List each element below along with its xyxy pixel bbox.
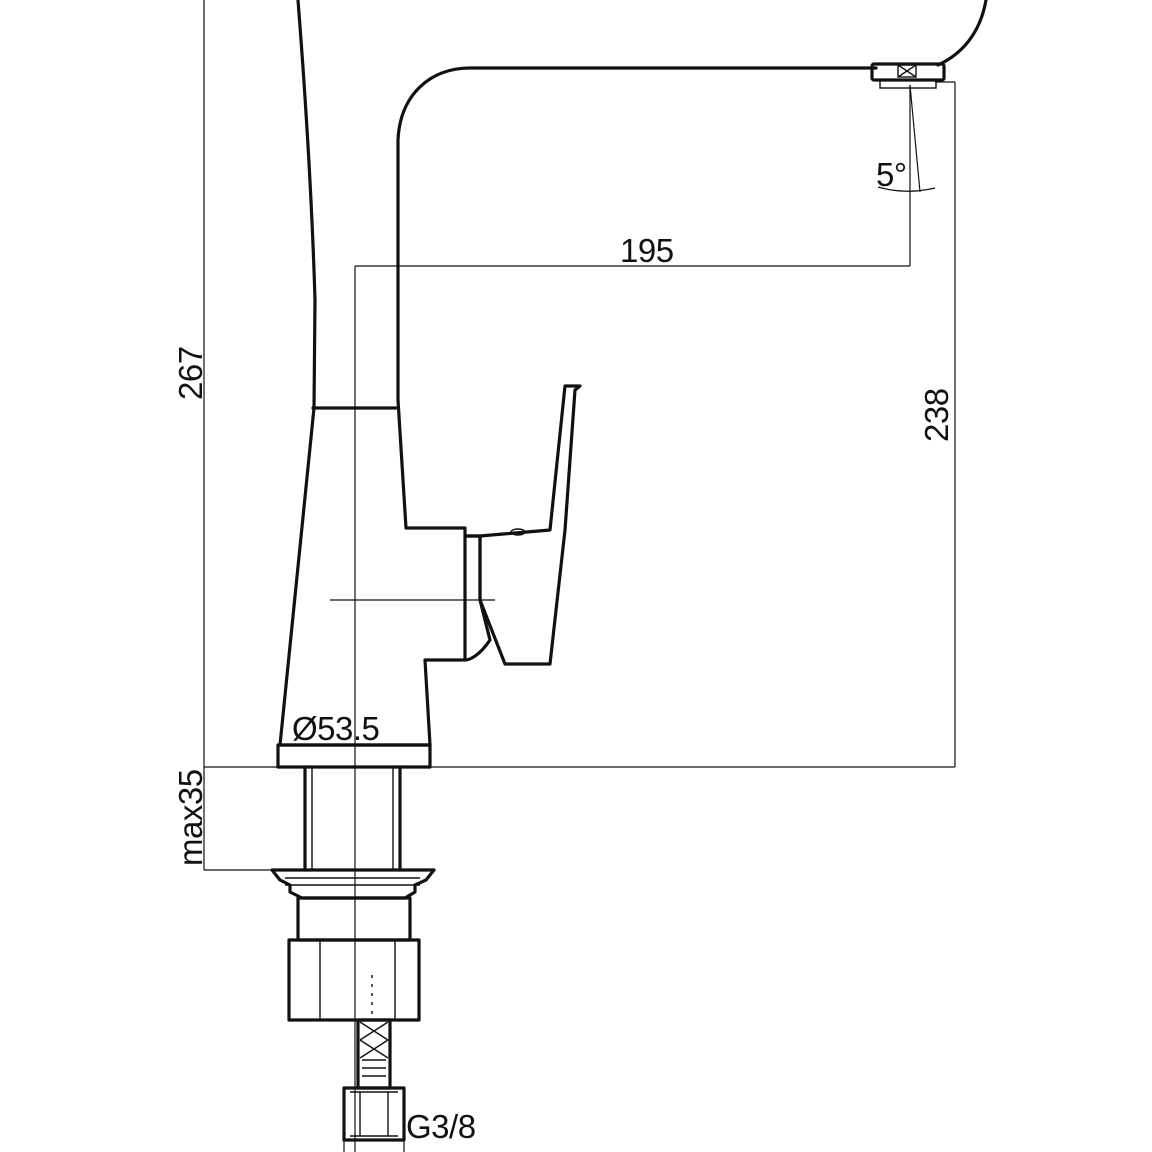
dimension-lines <box>203 0 956 1152</box>
dim-base-diameter: Ø53.5 <box>292 710 379 747</box>
dim-total-height: 267 <box>172 346 209 400</box>
washer <box>270 868 436 900</box>
dim-max-thickness: max35 <box>172 769 209 866</box>
lower-body <box>278 406 482 747</box>
hex-nut <box>287 938 421 1022</box>
base-ring <box>276 743 432 769</box>
dim-spout-angle: 5° <box>876 156 907 193</box>
handle-screw <box>510 528 526 536</box>
nut-sleeve <box>296 896 412 942</box>
cartridge-cap <box>463 534 492 662</box>
faucet-body <box>276 0 988 769</box>
aerator <box>870 62 946 89</box>
dim-spout-height: 238 <box>918 388 955 442</box>
lever-handle <box>478 384 582 666</box>
dim-spout-reach: 195 <box>620 232 674 269</box>
mounting-hardware <box>270 765 436 1142</box>
dim-connection-thread: G3/8 <box>406 1108 476 1145</box>
hose-connector-nut <box>342 1086 406 1142</box>
spout-outline <box>296 0 988 538</box>
dimension-labels: 267 238 195 5° Ø53.5 max35 G3/8 <box>172 156 955 1145</box>
